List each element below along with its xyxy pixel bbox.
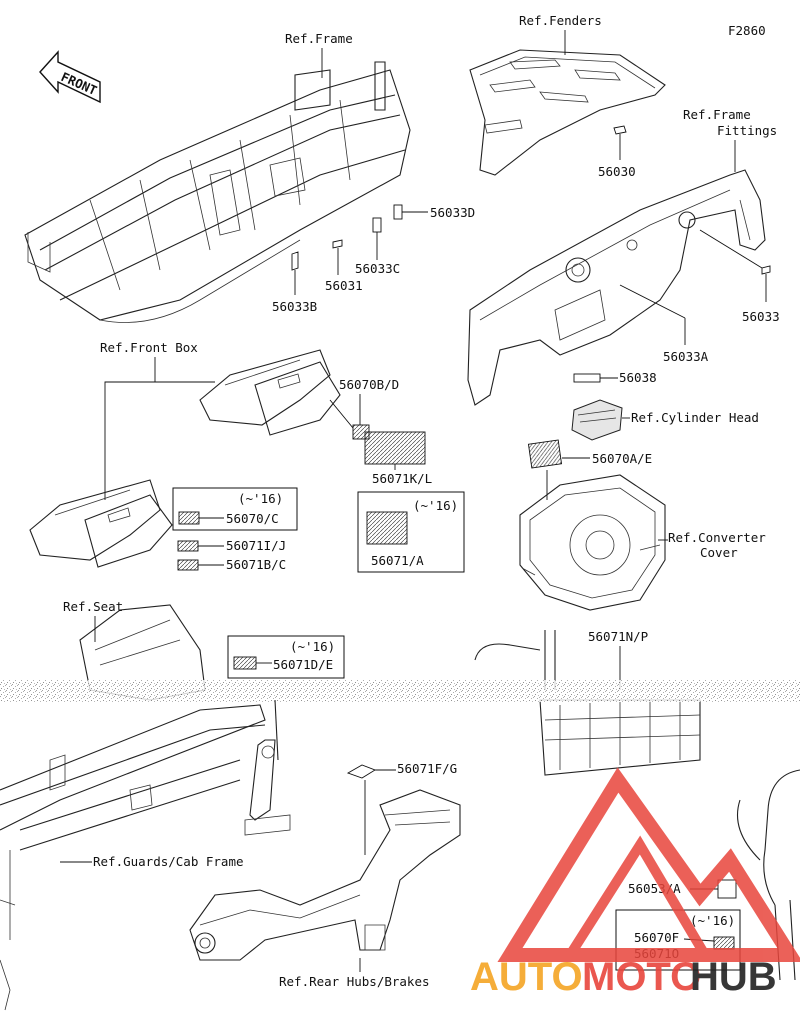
front-box-upper-drawing <box>199 349 341 436</box>
converter-cover-drawing <box>519 474 666 611</box>
frame-fittings-drawing <box>467 169 766 406</box>
part-56071DE: 56071D/E <box>273 657 333 672</box>
year-note-d: (~'16) <box>690 913 735 928</box>
front-box-lower-drawing <box>29 479 173 568</box>
decal-56053A <box>717 879 737 899</box>
rear-hubs-brakes-drawing <box>189 789 461 961</box>
year-note-a: (~'16) <box>238 491 283 506</box>
rear-panel-drawing <box>474 630 701 776</box>
ref-guards-cab-frame-label: Ref.Guards/Cab Frame <box>93 854 244 869</box>
part-56070C: 56070/C <box>226 511 279 526</box>
part-56071BC: 56071B/C <box>226 557 286 572</box>
fenders-drawing <box>469 49 666 176</box>
decal-56071A <box>366 511 408 545</box>
ref-converter-cover-label-1: Ref.Converter <box>668 530 766 545</box>
decal-56033 <box>761 265 771 275</box>
front-arrow-icon: FRONT <box>39 50 101 104</box>
part-56071KL: 56071K/L <box>372 471 432 486</box>
part-56038: 56038 <box>619 370 657 385</box>
yearbox-a <box>172 487 298 531</box>
decal-56038 <box>573 373 601 383</box>
yearbox-c <box>227 635 345 679</box>
watermark-logo <box>497 767 800 962</box>
watermark-auto: AUTO <box>470 955 583 999</box>
part-56071A: 56071/A <box>371 553 424 568</box>
figure-code: F2860 <box>728 23 766 38</box>
scan-noise-band <box>0 680 800 702</box>
decal-56070AE <box>527 439 563 469</box>
watermark-moto: MOTO <box>582 955 701 999</box>
part-56033A: 56033A <box>663 349 709 364</box>
frame-drawing <box>24 61 411 323</box>
part-56033B: 56033B <box>272 299 317 314</box>
part-56033D: 56033D <box>430 205 475 220</box>
decal-56033B <box>291 251 299 271</box>
part-56070F: 56070F <box>634 930 679 945</box>
guards-cab-frame-drawing <box>0 699 291 1011</box>
part-56070AE: 56070A/E <box>592 451 652 466</box>
decal-56071FG <box>346 764 377 779</box>
yearbox-b <box>357 491 465 573</box>
watermark-hub: HUB <box>690 955 777 999</box>
part-56033C: 56033C <box>355 261 400 276</box>
part-56031: 56031 <box>325 278 363 293</box>
part-56030: 56030 <box>598 164 636 179</box>
decal-56071BC <box>177 559 199 571</box>
decal-56070F <box>713 936 735 950</box>
year-note-b: (~'16) <box>413 498 458 513</box>
decal-56071DE <box>233 656 257 670</box>
year-note-c: (~'16) <box>290 639 335 654</box>
part-56070BD: 56070B/D <box>339 377 399 392</box>
decal-56071IJ <box>177 540 199 552</box>
ref-fenders-label: Ref.Fenders <box>519 13 602 28</box>
part-56071FG: 56071F/G <box>397 761 457 776</box>
ref-frame-fittings-label-2: Fittings <box>717 123 777 138</box>
rear-cage-drawing <box>736 769 800 981</box>
watermark-text: AUTO MOTO HUB <box>470 955 777 999</box>
ref-frame-label: Ref.Frame <box>285 31 353 46</box>
decal-56031 <box>332 239 343 249</box>
ref-seat-label: Ref.Seat <box>63 599 123 614</box>
decal-56071KL <box>364 431 426 465</box>
part-56071NP: 56071N/P <box>588 629 648 644</box>
ref-cylinder-head-label: Ref.Cylinder Head <box>631 410 759 425</box>
decal-56033C <box>372 217 382 233</box>
part-56071IJ: 56071I/J <box>226 538 286 553</box>
cylinder-head-drawing <box>571 399 623 441</box>
ref-rear-hubs-brakes-label: Ref.Rear Hubs/Brakes <box>279 974 430 989</box>
decal-56033D <box>393 204 403 220</box>
part-56033: 56033 <box>742 309 780 324</box>
ref-front-box-label: Ref.Front Box <box>100 340 198 355</box>
ref-frame-fittings-label-1: Ref.Frame <box>683 107 751 122</box>
ref-converter-cover-label-2: Cover <box>700 545 738 560</box>
decal-56030 <box>613 125 627 135</box>
decal-56070C <box>178 511 200 525</box>
